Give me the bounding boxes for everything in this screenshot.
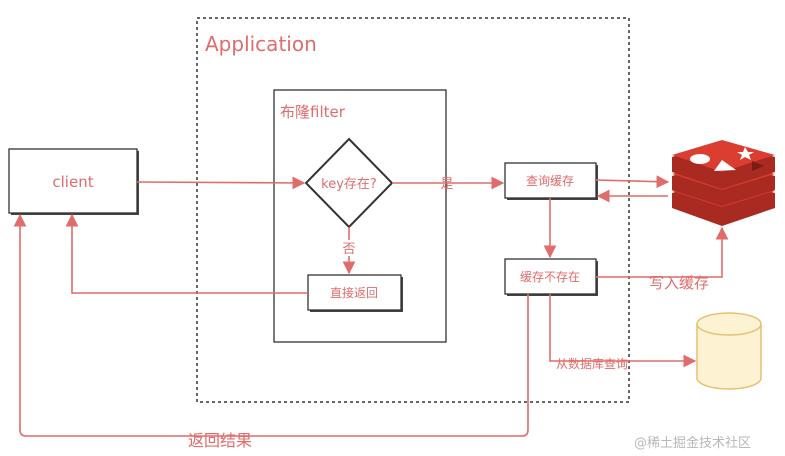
direct-return-label: 直接返回 — [330, 285, 378, 300]
application-label: Application — [205, 32, 317, 56]
query-cache-box — [504, 162, 597, 199]
arrow-client-to-diamond — [136, 176, 306, 190]
no-label-bg — [341, 240, 357, 256]
application-container — [196, 17, 630, 403]
bloom-filter-label: 布隆filter — [280, 103, 346, 121]
yes-label: 是 — [440, 177, 453, 192]
write-cache-label: 写入缓存 — [649, 274, 709, 292]
client-label: client — [52, 173, 93, 191]
arrow-return-result — [13, 213, 529, 437]
redis-logo-icon — [672, 140, 775, 226]
arrow-to-database — [549, 294, 697, 368]
key-exists-label: key存在? — [321, 177, 377, 192]
bloom-filter-container — [273, 89, 447, 343]
arrow-query-to-redis — [595, 175, 670, 189]
watermark-text: @稀土掘金技术社区 — [634, 435, 751, 451]
query-db-label: 从数据库查询 — [556, 356, 628, 371]
return-result-label: 返回结果 — [188, 431, 252, 450]
no-label: 否 — [342, 242, 355, 257]
database-cylinder-icon — [696, 312, 762, 390]
arrow-direct-return-to-client — [65, 213, 308, 294]
client-box — [8, 148, 138, 214]
arrow-write-cache — [596, 226, 729, 278]
cache-missing-label: 缓存不存在 — [520, 270, 580, 284]
query-cache-label: 查询缓存 — [526, 174, 574, 188]
